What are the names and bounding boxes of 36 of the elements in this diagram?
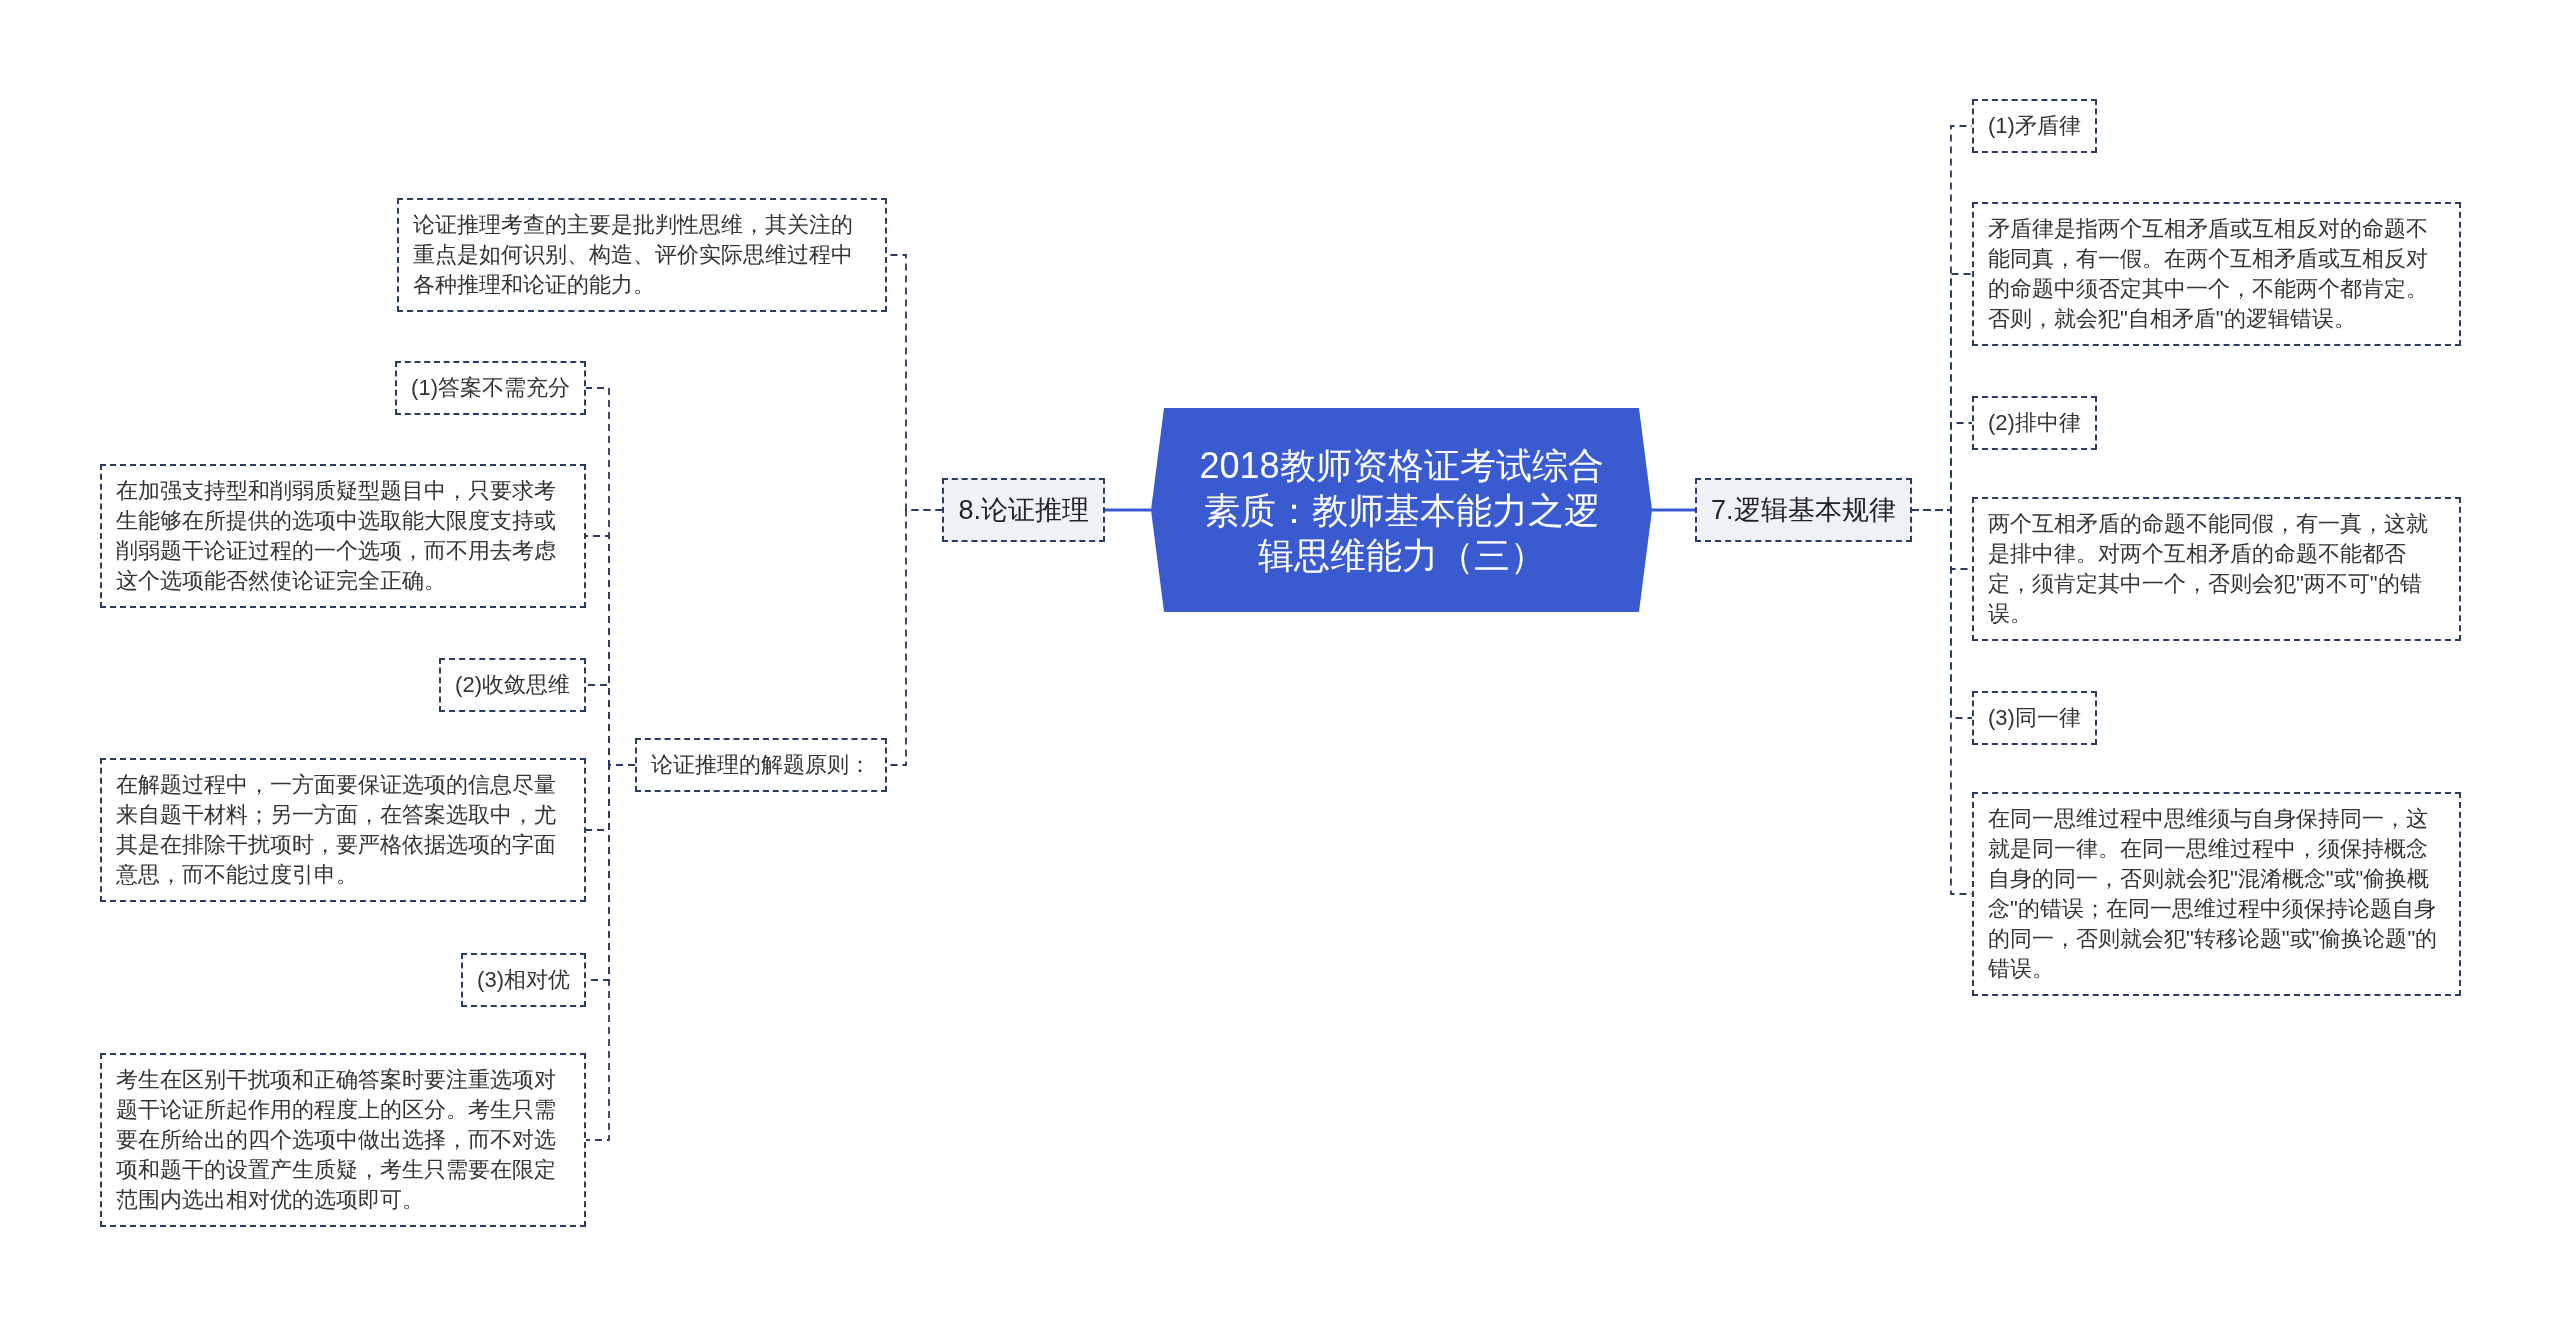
note-box xyxy=(100,758,586,902)
subtopic-box xyxy=(1972,691,2097,745)
branch-box xyxy=(1695,478,1912,542)
node-text: (3)同一律 xyxy=(1988,704,2081,732)
node-text: 在解题过程中，一方面要保证选项的信息尽量来自题干材料；另一方面，在答案选取中，尤其是在排除干扰项时，要严格依据选项的字面意思，而不能过度引申。 xyxy=(116,771,557,889)
node-text: 7.逻辑基本规律 xyxy=(1711,494,1896,527)
branch-box xyxy=(942,478,1105,542)
subtopic-box xyxy=(1972,99,2097,153)
subtopic-box xyxy=(439,658,586,712)
connector-line xyxy=(1652,508,1695,512)
node-text: 在同一思维过程中思维须与自身保持同一，这就是同一律。在同一思维过程中，须保持概念自身的同一，否则就会犯"混淆概念"或"偷换概念"的错误；在同一思维过程中须保持论题自身的同一，否则就会犯"转移论题"或"偷换论题"的错误。 xyxy=(1988,805,2439,983)
note-box xyxy=(100,1053,586,1227)
note-box xyxy=(100,464,586,608)
note-box xyxy=(1972,202,2461,346)
node-text: 两个互相矛盾的命题不能同假，有一真，这就是排中律。对两个互相矛盾的命题不能都否定，须肯定其中一个，否则会犯"两不可"的错误。 xyxy=(1988,510,2429,628)
subtopic-box xyxy=(461,953,586,1007)
subtopic-box xyxy=(395,361,586,415)
node-text: 考生在区别干扰项和正确答案时要注重选项对题干论证所起作用的程度上的区分。考生只需要在所给出的四个选项中做出选择，而不对选项和题干的设置产生质疑，考生只需要在限定范围内选出相对优的选项即可。 xyxy=(116,1066,557,1214)
note-box xyxy=(1972,497,2461,641)
node-text: (2)排中律 xyxy=(1988,409,2081,437)
node-text: 论证推理考查的主要是批判性思维，其关注的重点是如何识别、构造、评价实际思维过程中各种推理和论证的能力。 xyxy=(413,211,854,299)
node-text: 论证推理的解题原则： xyxy=(651,751,871,779)
node-text: (2)收敛思维 xyxy=(455,671,570,699)
node-text: (3)相对优 xyxy=(477,966,570,994)
node-text: 在加强支持型和削弱质疑型题目中，只要求考生能够在所提供的选项中选取能大限度支持或削弱题干论证过程的一个选项，而不用去考虑这个选项能否然使论证完全正确。 xyxy=(116,477,557,595)
topic-box xyxy=(1151,408,1652,612)
note-box xyxy=(397,198,887,312)
node-text: 矛盾律是指两个互相矛盾或互相反对的命题不能同真，有一假。在两个互相矛盾或互相反对的命题中须否定其中一个，不能两个都肯定。否则，就会犯"自相矛盾"的逻辑错误。 xyxy=(1988,215,2429,333)
node-text: 2018教师资格证考试综合素质：教师基本能力之逻辑思维能力（三） xyxy=(1198,443,1605,578)
subtopic-box xyxy=(1972,396,2097,450)
note-box xyxy=(1972,792,2461,996)
node-text: 8.论证推理 xyxy=(958,494,1089,527)
connector-line xyxy=(1105,508,1151,512)
node-text: (1)答案不需充分 xyxy=(411,374,570,402)
subtopic-box xyxy=(635,738,887,792)
node-text: (1)矛盾律 xyxy=(1988,112,2081,140)
